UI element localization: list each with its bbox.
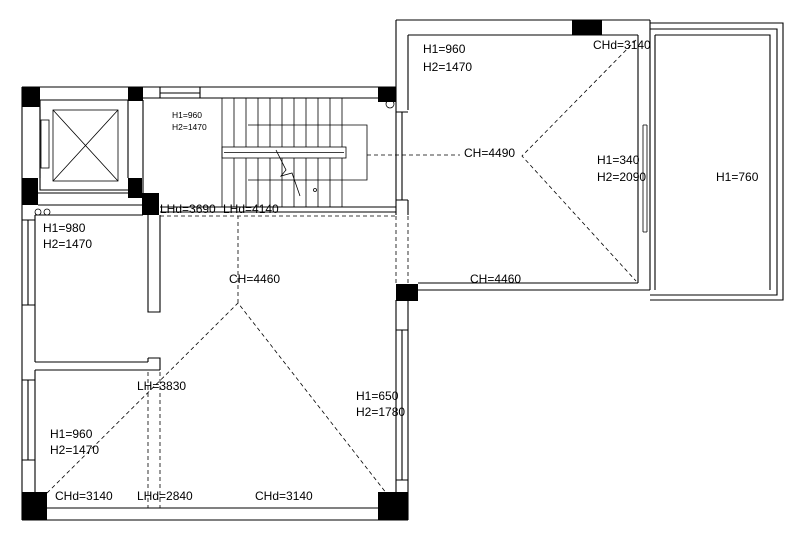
hall-east-wall (395, 300, 409, 520)
hall-window-h2: H2=1780 (356, 405, 405, 419)
stair-window-h1: H1=960 (172, 110, 202, 120)
pipe-symbol (43, 208, 51, 216)
east-room-ch-ridge: CH=4490 (464, 146, 515, 160)
stair-lhd-west: LHd=3690 (160, 202, 216, 216)
column (396, 284, 418, 301)
stair-treads (233, 98, 343, 207)
elevator-car (52, 109, 119, 182)
column (22, 178, 38, 205)
east-room-walls (396, 19, 651, 291)
stair-landing (248, 124, 368, 181)
stair-east-wall (395, 20, 409, 215)
hall-ceiling-ridge (41, 216, 395, 504)
east-room-h1: H1=960 (423, 42, 466, 56)
east-opening-h1: H1=340 (597, 153, 640, 167)
west-room-h2: H2=1470 (43, 237, 92, 251)
south-room-h2: H2=1470 (50, 443, 99, 457)
elevator-door (40, 119, 50, 169)
hall-ch: CH=4460 (229, 272, 280, 286)
ceiling-lines (41, 39, 637, 508)
east-room-ch-south: CH=4460 (470, 272, 521, 286)
balcony-railing (650, 22, 784, 301)
west-room-h1: H1=980 (43, 221, 86, 235)
south-room-chd-west: CHd=3140 (55, 489, 113, 503)
hall-window-h1: H1=650 (356, 389, 399, 403)
column (128, 87, 143, 101)
elevator (40, 109, 119, 182)
stair-handrail (221, 146, 347, 159)
south-exterior-wall (22, 507, 408, 521)
column (378, 492, 408, 520)
stair-lhd-east: LHd=4140 (223, 202, 279, 216)
column (22, 87, 40, 107)
stair-beam (160, 206, 396, 213)
balcony-h1: H1=760 (716, 170, 759, 184)
elevator-cross (52, 109, 119, 182)
walls (21, 19, 784, 521)
east-room-h2: H2=1470 (423, 60, 472, 74)
column (378, 87, 396, 102)
west-exterior-wall (21, 87, 41, 520)
east-room-opening (642, 124, 648, 233)
staircase (221, 98, 395, 207)
fixtures (34, 208, 51, 216)
pipe-symbol (34, 208, 42, 216)
column-marker (38, 493, 47, 502)
east-room-ceiling-ridge (367, 39, 637, 282)
stair-break-line (275, 149, 301, 197)
column (142, 193, 159, 215)
east-room-chd: CHd=3140 (593, 38, 651, 52)
stair-window-h2: H2=1470 (172, 122, 207, 132)
east-opening-h2: H2=2090 (597, 170, 646, 184)
south-room-chd-east: CHd=3140 (255, 489, 313, 503)
south-room-beam-lines (147, 372, 161, 508)
west-room-walls (35, 214, 161, 371)
stair-marker (313, 188, 317, 192)
south-room-lhd: LHd=2840 (137, 489, 193, 503)
opening-lines (395, 216, 409, 284)
column (572, 20, 602, 35)
column (128, 178, 142, 198)
hall-lh: LH=3830 (137, 379, 186, 393)
columns (22, 20, 602, 520)
labels: H1=960 H2=1470 CHd=3140 CH=4490 H1=340 H… (43, 38, 759, 503)
north-wall-west-block (22, 86, 396, 101)
elevator-shaft-walls (38, 100, 144, 206)
south-room-h1: H1=960 (50, 427, 93, 441)
